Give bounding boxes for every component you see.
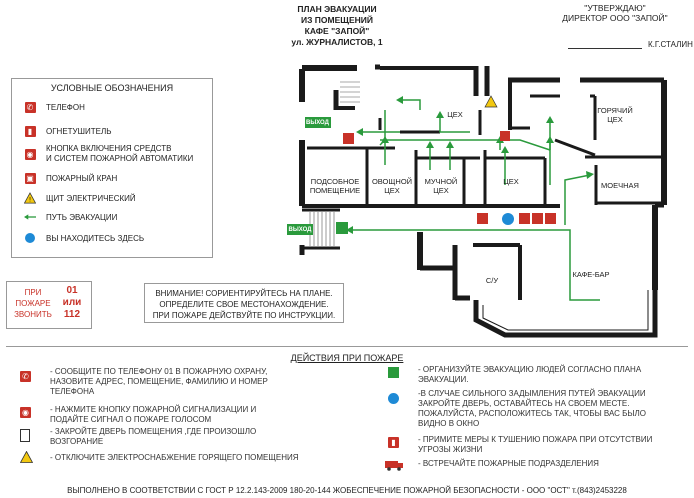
svg-text:!: ! — [29, 197, 31, 204]
footer: ВЫПОЛНЕНО В СООТВЕТСТВИИ С ГОСТ Р 12.2.1… — [67, 486, 627, 495]
exit-label: ВЫХОД — [306, 120, 329, 126]
action-item: -В СЛУЧАЕ СИЛЬНОГО ЗАДЫМЛЕНИЯ ПУТЕЙ ЭВАК… — [418, 389, 646, 428]
action-item: - СООБЩИТЕ ПО ТЕЛЕФОНУ 01 В ПОЖАРНУЮ ОХР… — [50, 367, 268, 396]
action-item: - ПРИМИТЕ МЕРЫ К ТУШЕНИЮ ПОЖАРА ПРИ ОТСУ… — [418, 435, 653, 454]
fire-hydrant-icon: ▣ — [24, 172, 36, 184]
exit-sign-icon — [287, 224, 313, 235]
legend-item: ▣ ПОЖАРНЫЙ КРАН — [24, 172, 117, 184]
legend-item: ВЫ НАХОДИТЕСЬ ЗДЕСЬ — [24, 232, 144, 244]
extinguisher-icon: ▮ — [388, 437, 399, 448]
legend-item: ПУТЬ ЭВАКУАЦИИ — [24, 211, 117, 223]
fire-call-box: ПРИ ПОЖАРЕ ЗВОНИТЬ 01 или 112 — [6, 281, 92, 329]
action-item: - ВСТРЕЧАЙТЕ ПОЖАРНЫЕ ПОДРАЗДЕЛЕНИЯ — [418, 459, 599, 468]
exit-sign-icon — [336, 222, 348, 234]
exit-sign-icon — [388, 367, 399, 378]
door-icon — [20, 429, 30, 442]
alarm-button-icon — [343, 133, 354, 144]
alarm-button-icon: ◉ — [24, 148, 36, 160]
legend-item: ◉ КНОПКА ВКЛЮЧЕНИЯ СРЕДСТВ И СИСТЕМ ПОЖА… — [24, 144, 193, 164]
phone-icon: ✆ — [24, 101, 36, 113]
alarm-button-icon: ◉ — [20, 407, 31, 418]
legend-item: ! ЩИТ ЭЛЕКТРИЧЕСКИЙ — [24, 192, 136, 204]
electric-panel-icon — [484, 95, 498, 108]
info-icon — [388, 393, 399, 404]
fire-truck-icon — [384, 459, 404, 474]
you-are-here-icon — [24, 232, 36, 244]
legend-item: ✆ ТЕЛЕФОН — [24, 101, 85, 113]
room-label: МУЧНОЙ ЦЕХ — [424, 177, 458, 195]
room-label: КАФЕ-БАР — [572, 270, 610, 279]
exit-sign-icon — [305, 117, 331, 128]
floor-plan — [287, 64, 667, 338]
room-label: ЦЕХ — [503, 177, 519, 186]
fire-hydrant-icon — [519, 213, 530, 224]
action-item: - НАЖМИТЕ КНОПКУ ПОЖАРНОЙ СИГНАЛИЗАЦИИ И… — [50, 405, 257, 424]
extinguisher-icon: ▮ — [24, 125, 36, 137]
actions-title: ДЕЙСТВИЯ ПРИ ПОЖАРЕ — [290, 353, 404, 363]
exit-label: ВЫХОД — [288, 227, 312, 233]
extinguisher-icon — [500, 131, 510, 141]
you-are-here-icon — [502, 213, 514, 225]
action-item: - ЗАКРОЙТЕ ДВЕРЬ ПОМЕЩЕНИЯ ,ГДЕ ПРОИЗОШЛ… — [50, 427, 257, 446]
room-label: ОВОЩНОЙ ЦЕХ — [371, 177, 413, 195]
extinguisher-icon — [545, 213, 556, 224]
phone-icon: ✆ — [20, 371, 31, 382]
phone-icon — [532, 213, 543, 224]
legend-item: ▮ ОГНЕТУШИТЕЛЬ — [24, 125, 111, 137]
electric-panel-icon — [19, 450, 34, 466]
fire-actions: ДЕЙСТВИЯ ПРИ ПОЖАРЕ ✆ - СООБЩИТЕ ПО ТЕЛЕ… — [6, 346, 688, 483]
room-label: ГОРЯЧИЙ ЦЕХ — [597, 106, 633, 124]
warning-box: ВНИМАНИЕ! СОРИЕНТИРУЙТЕСЬ НА ПЛАНЕ. ОПРЕ… — [144, 283, 344, 323]
room-label: С/У — [485, 276, 499, 285]
approval-block: "УТВЕРЖДАЮ" ДИРЕКТОР ООО "ЗАПОЙ" — [562, 3, 668, 23]
electric-panel-icon: ! — [24, 192, 36, 204]
legend: УСЛОВНЫЕ ОБОЗНАЧЕНИЯ ✆ ТЕЛЕФОН ▮ ОГНЕТУШ… — [11, 78, 213, 258]
signer-name: К.Г.СТАЛИН — [648, 40, 693, 49]
action-item: - ОТКЛЮЧИТЕ ЭЛЕКТРОСНАБЖЕНИЕ ГОРЯЩЕГО ПО… — [50, 453, 299, 462]
plan-title: ПЛАН ЭВАКУАЦИИ ИЗ ПОМЕЩЕНИЙ КАФЕ "ЗАПОЙ"… — [291, 4, 383, 47]
room-label: ЦЕХ — [447, 110, 463, 119]
action-item: - ОРГАНИЗУЙТЕ ЭВАКУАЦИЮ ЛЮДЕЙ СОГЛАСНО П… — [418, 365, 642, 384]
room-label: ПОДСОБНОЕ ПОМЕЩЕНИЕ — [309, 177, 361, 195]
evacuation-arrow-icon — [24, 211, 36, 223]
signature-line — [568, 48, 642, 49]
alarm-button-icon — [477, 213, 488, 224]
legend-title: УСЛОВНЫЕ ОБОЗНАЧЕНИЯ — [50, 83, 174, 93]
room-label: МОЕЧНАЯ — [601, 181, 639, 190]
